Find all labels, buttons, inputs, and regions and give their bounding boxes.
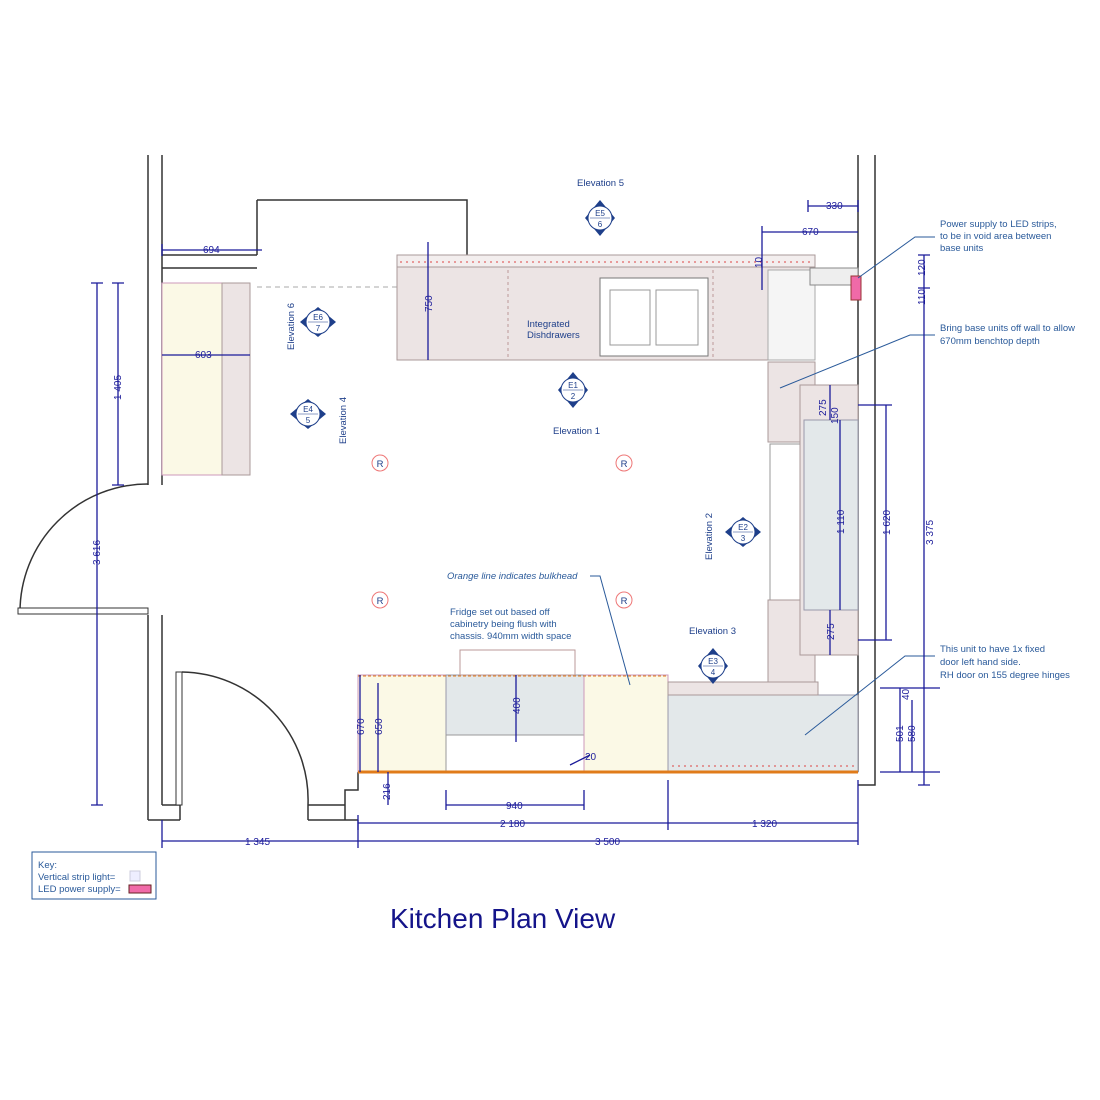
svg-text:chassis. 940mm width space: chassis. 940mm width space — [450, 631, 571, 642]
svg-text:Orange line indicates bulkhead: Orange line indicates bulkhead — [447, 571, 578, 582]
elevation-1-label: Elevation 1 — [553, 426, 600, 437]
dishdrawers-label-2: Dishdrawers — [527, 330, 580, 341]
elevation-6-label: Elevation 6 — [286, 303, 297, 350]
led-power-supply — [850, 275, 862, 301]
svg-text:20: 20 — [585, 752, 597, 763]
svg-text:2 180: 2 180 — [500, 819, 525, 830]
svg-text:580: 580 — [907, 725, 918, 742]
dimension-lines: 330 670 10 120 110 3 375 694 750 603 1 4… — [91, 200, 940, 848]
svg-text:1 620: 1 620 — [882, 510, 893, 535]
elevation-marker-e4[interactable]: E4 5 — [290, 399, 326, 429]
svg-text:E3: E3 — [708, 657, 718, 666]
elevation-3-label: Elevation 3 — [689, 626, 736, 637]
note-bulkhead: Orange line indicates bulkhead — [447, 571, 631, 686]
downlight-icon: R — [621, 596, 628, 607]
power-supply-swatch — [128, 884, 152, 894]
svg-text:7: 7 — [316, 324, 321, 333]
strip-light-swatch — [129, 870, 141, 882]
svg-text:Bring base units off wall to a: Bring base units off wall to allow — [940, 323, 1075, 334]
svg-text:6: 6 — [598, 220, 603, 229]
svg-text:150: 150 — [830, 407, 841, 424]
svg-text:1 320: 1 320 — [752, 819, 777, 830]
svg-text:door left hand side.: door left hand side. — [940, 657, 1021, 668]
svg-text:base units: base units — [940, 243, 984, 254]
door-left — [17, 483, 149, 615]
elevation-marker-e3[interactable]: E3 4 — [698, 648, 728, 684]
svg-text:2: 2 — [571, 392, 576, 401]
svg-text:940: 940 — [506, 801, 523, 812]
elevation-5-label: Elevation 5 — [577, 178, 624, 189]
svg-text:LED power supply=: LED power supply= — [38, 884, 121, 895]
downlight-icon: R — [621, 459, 628, 470]
elevation-marker-e2[interactable]: E2 3 — [725, 517, 761, 547]
svg-text:E2: E2 — [738, 523, 748, 532]
svg-text:This unit to have 1x fixed: This unit to have 1x fixed — [940, 644, 1045, 655]
legend-key: Key: Vertical strip light= LED power sup… — [31, 851, 157, 900]
svg-text:330: 330 — [826, 201, 843, 212]
downlights: R R R R — [371, 454, 633, 609]
elevation-marker-e1[interactable]: E1 2 — [558, 372, 588, 408]
svg-text:RH door on 155 degree hinges: RH door on 155 degree hinges — [940, 670, 1070, 681]
svg-text:275: 275 — [818, 399, 829, 416]
note-bring-base-units: Bring base units off wall to allow 670mm… — [779, 323, 1075, 389]
door-bottom — [175, 671, 309, 806]
svg-text:Power supply to LED strips,: Power supply to LED strips, — [940, 219, 1057, 230]
dishdrawers-label: Integrated — [527, 319, 570, 330]
downlight-icon: R — [377, 459, 384, 470]
svg-text:to be in void area between: to be in void area between — [940, 231, 1051, 242]
svg-text:E4: E4 — [303, 405, 313, 414]
svg-text:5: 5 — [306, 416, 311, 425]
fridge — [445, 674, 585, 736]
svg-text:501: 501 — [895, 725, 906, 742]
elevation-2-label: Elevation 2 — [704, 513, 715, 560]
svg-text:670: 670 — [356, 718, 367, 735]
bottom-benchtop — [357, 649, 859, 774]
plan-title: Kitchen Plan View — [390, 903, 616, 934]
svg-text:694: 694 — [203, 245, 220, 256]
left-cabinet — [161, 282, 251, 476]
svg-text:275: 275 — [826, 623, 837, 640]
svg-text:1 405: 1 405 — [113, 375, 124, 400]
svg-text:40: 40 — [901, 688, 912, 700]
svg-text:670mm benchtop depth: 670mm benchtop depth — [940, 336, 1040, 347]
svg-text:Vertical strip light=: Vertical strip light= — [38, 872, 116, 883]
svg-text:650: 650 — [374, 718, 385, 735]
svg-text:110: 110 — [917, 289, 928, 305]
top-benchtop — [396, 254, 859, 361]
svg-text:4: 4 — [711, 668, 716, 677]
svg-text:3 375: 3 375 — [925, 520, 936, 545]
note-power-supply: Power supply to LED strips, to be in voi… — [857, 219, 1057, 279]
elevation-marker-e5[interactable]: E5 6 — [585, 200, 615, 236]
right-benchtop — [767, 361, 859, 683]
svg-text:400: 400 — [512, 697, 523, 714]
svg-text:E6: E6 — [313, 313, 323, 322]
svg-text:750: 750 — [424, 295, 435, 312]
svg-text:10: 10 — [754, 256, 765, 268]
svg-text:1 345: 1 345 — [245, 837, 270, 848]
note-fridge: Fridge set out based off cabinetry being… — [450, 607, 571, 642]
svg-text:E1: E1 — [568, 381, 578, 390]
svg-text:cabinetry being flush with: cabinetry being flush with — [450, 619, 557, 630]
elevation-4-label: Elevation 4 — [338, 397, 349, 444]
svg-text:670: 670 — [802, 227, 819, 238]
svg-text:E5: E5 — [595, 209, 605, 218]
svg-text:3 500: 3 500 — [595, 837, 620, 848]
svg-text:3 616: 3 616 — [92, 540, 103, 565]
svg-text:603: 603 — [195, 350, 212, 361]
svg-text:3: 3 — [741, 534, 746, 543]
svg-text:120: 120 — [917, 259, 928, 276]
svg-text:Key:: Key: — [38, 860, 57, 871]
svg-text:216: 216 — [382, 783, 393, 800]
svg-text:Fridge set out based off: Fridge set out based off — [450, 607, 550, 618]
elevation-marker-e6[interactable]: E6 7 — [300, 307, 336, 337]
note-fixed-door: This unit to have 1x fixed door left han… — [804, 644, 1070, 736]
downlight-icon: R — [377, 596, 384, 607]
svg-text:1 110: 1 110 — [836, 509, 847, 534]
